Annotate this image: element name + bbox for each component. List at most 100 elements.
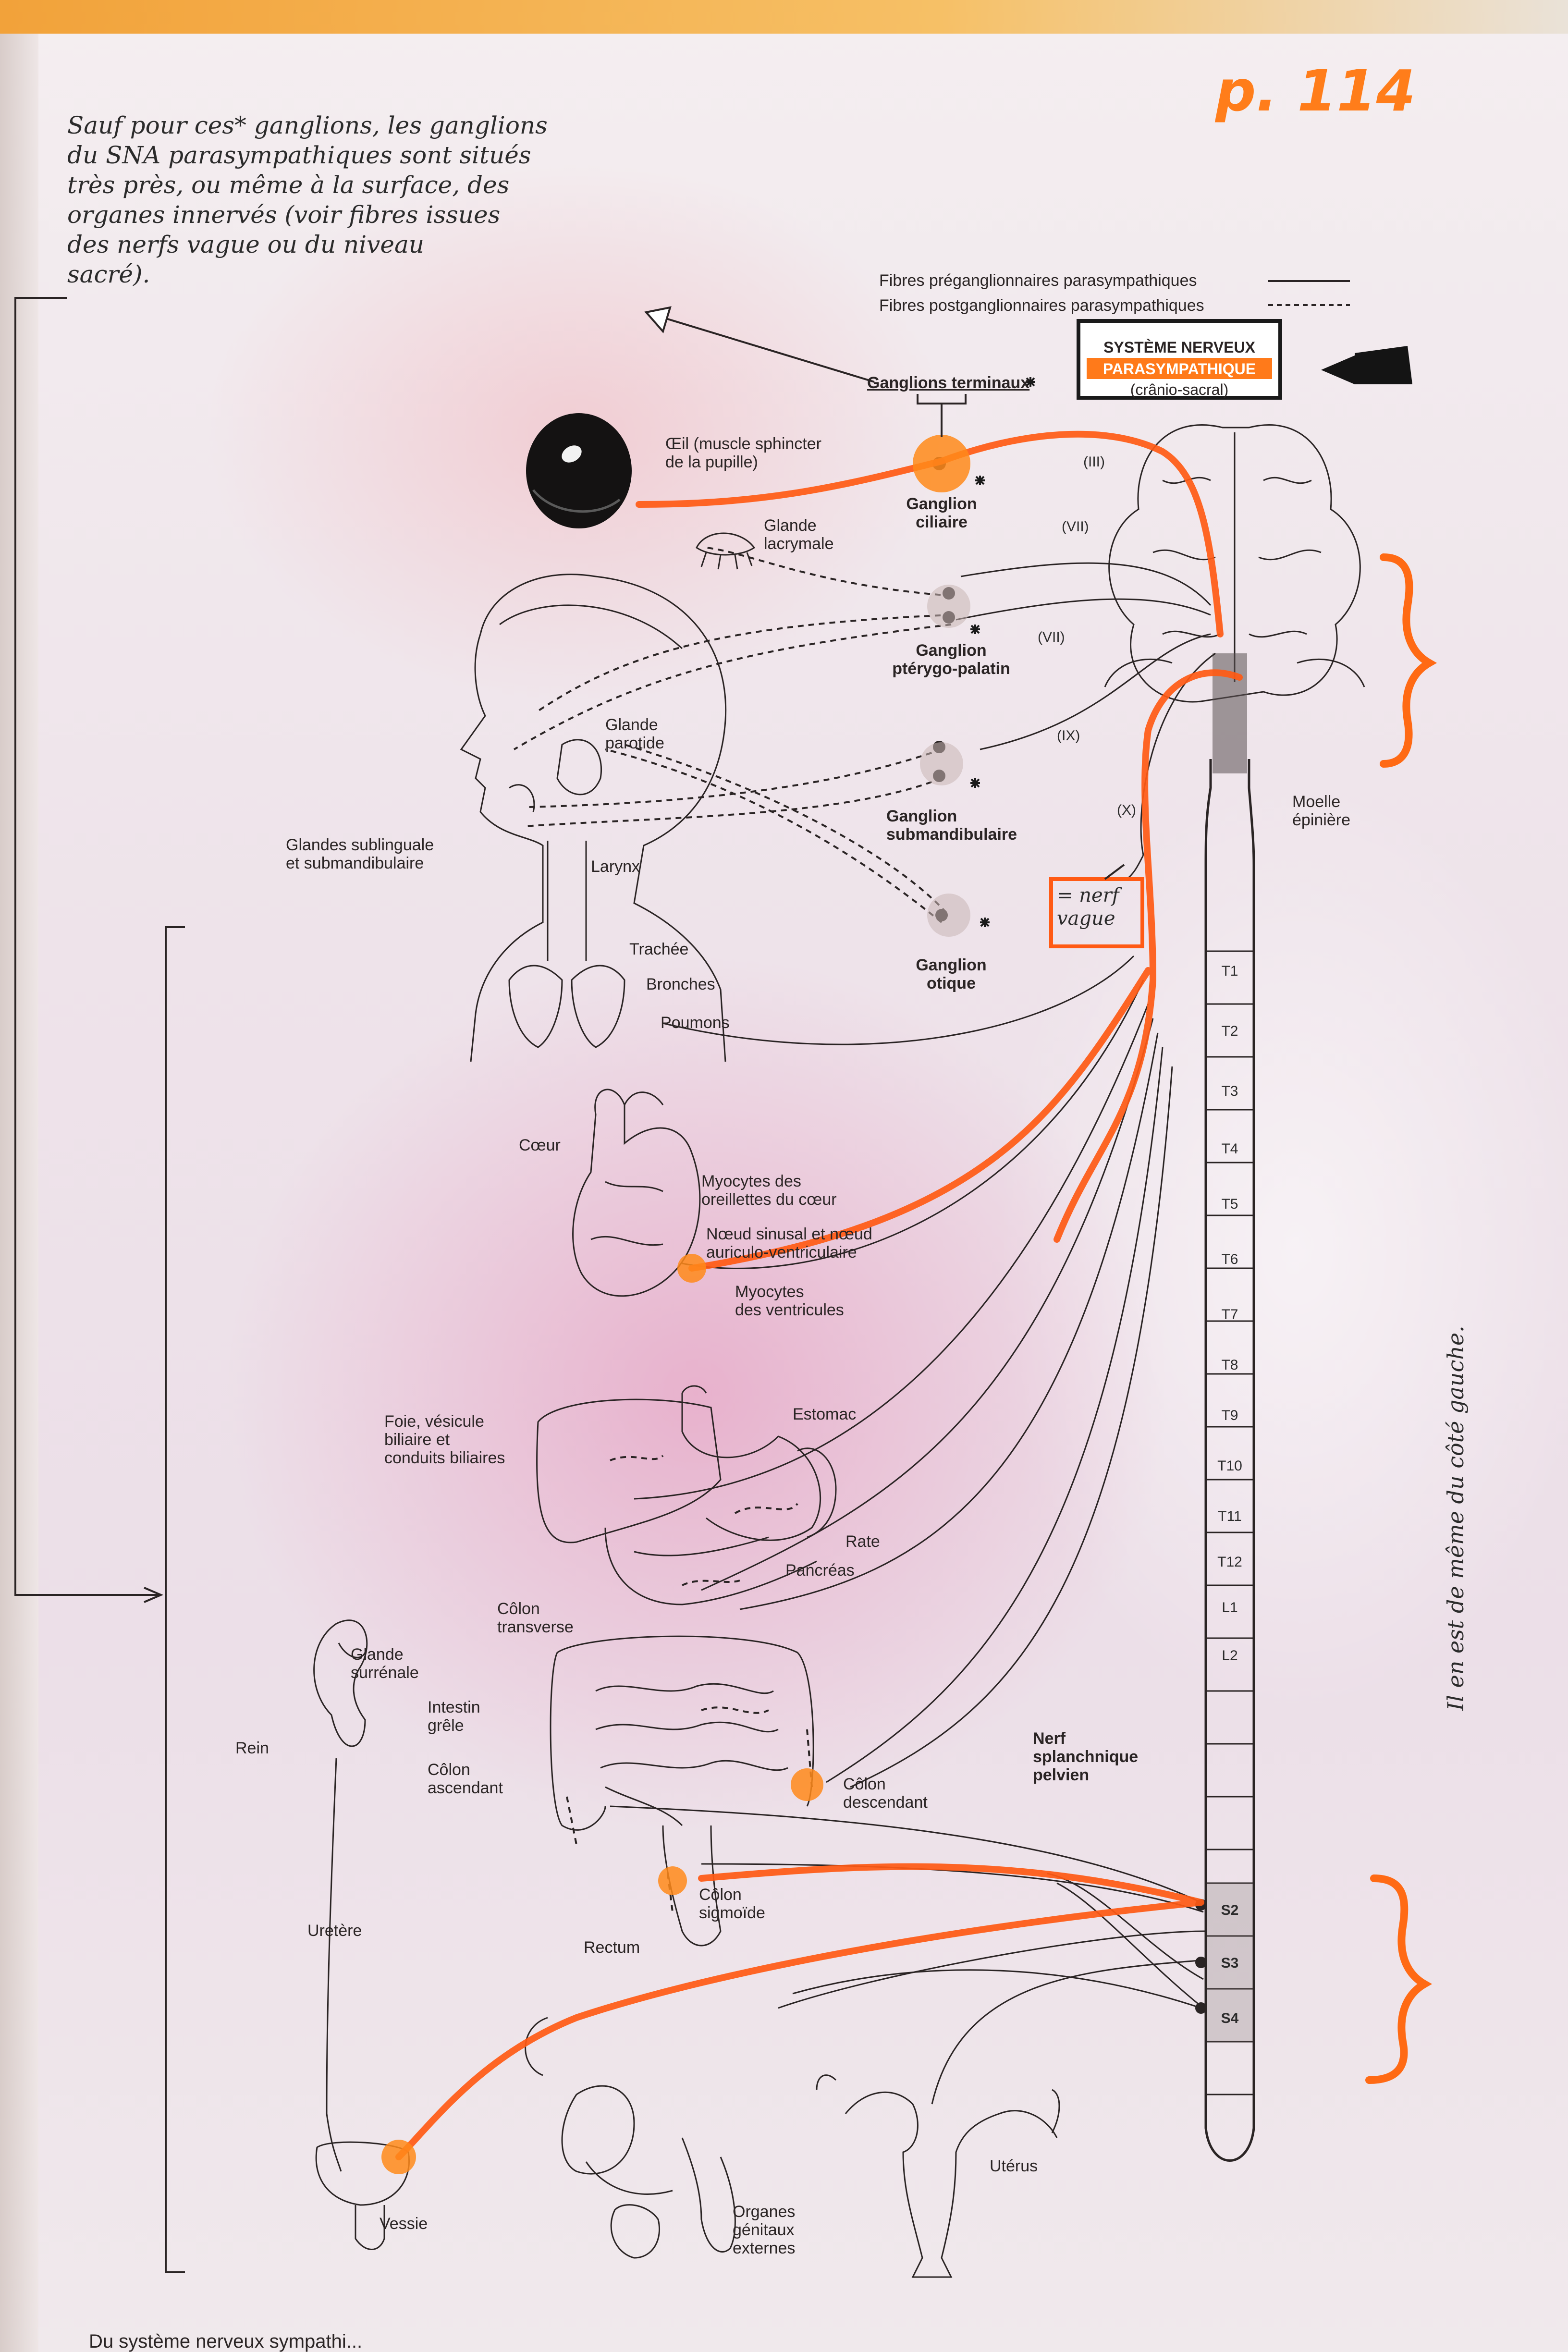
note-line: sacré).	[67, 260, 150, 288]
top-orange-band	[0, 0, 1568, 34]
intestines-drawing	[550, 1635, 814, 1947]
segment-label: T6	[1221, 1251, 1238, 1267]
brain-drawing	[1104, 424, 1365, 703]
orange-braces	[1365, 553, 1437, 2084]
footer-text: Du système nerveux sympathi...	[89, 2331, 363, 2352]
cranial-nerve-label: (IX)	[1057, 728, 1080, 744]
legend-preganglionic: Fibres préganglionnaires parasympathique…	[879, 271, 1197, 290]
orange-ganglion-highlights	[381, 435, 970, 2174]
orange-heart-path	[688, 967, 1152, 1272]
segment-label: T5	[1221, 1196, 1238, 1212]
head-outline	[460, 574, 727, 1062]
label-larynx: Larynx	[591, 858, 640, 876]
pelvic-organs-drawing	[525, 2017, 1060, 2278]
left-bracket-lower	[165, 926, 185, 2273]
ganglions-terminaux-label: Ganglions terminaux	[867, 374, 1030, 392]
handwritten-note: Sauf pour ces* ganglions, les ganglions …	[67, 110, 620, 289]
label-estomac: Estomac	[793, 1405, 857, 1423]
segment-label: T4	[1221, 1141, 1238, 1157]
segment-label: T10	[1217, 1458, 1242, 1474]
segment-label: L1	[1222, 1600, 1238, 1616]
orange-vagus-path	[1054, 669, 1243, 1243]
legend-postganglionic: Fibres postganglionnaires parasympathiqu…	[879, 296, 1204, 315]
segment-label: T11	[1218, 1508, 1242, 1524]
legend-lines	[1268, 280, 1350, 306]
cranial-nerve-label: (X)	[1117, 802, 1136, 818]
title-line-2: PARASYMPATHIQUE	[1102, 360, 1256, 378]
postganglionic-fibers	[513, 547, 952, 1912]
spinal-cord	[1204, 759, 1255, 2162]
segment-dividers	[1206, 950, 1254, 2095]
segment-label: L2	[1222, 1648, 1238, 1664]
abdomen-drawing	[536, 1385, 837, 1605]
label-poumons: Poumons	[661, 1014, 730, 1032]
cranial-nerve-label: (VII)	[1038, 629, 1065, 645]
note-line: des nerfs vague ou du niveau	[67, 231, 424, 258]
title-box	[1077, 319, 1282, 400]
label-rate: Rate	[845, 1532, 880, 1551]
label-rein: Rein	[235, 1739, 269, 1757]
note-line: très près, ou même à la surface, des	[67, 171, 510, 199]
heart-drawing	[572, 1089, 701, 1297]
note-line: organes innervés (voir fibres issues	[67, 201, 501, 229]
sacral-brace	[1365, 1874, 1433, 2084]
left-page-edge	[0, 34, 38, 2352]
page-reference: p. 114	[1215, 58, 1416, 124]
star-markers	[970, 377, 1035, 927]
label-trachee: Trachée	[629, 940, 689, 958]
note-line: du SNA parasympathiques sont situés	[67, 141, 531, 169]
vertical-note: Il en est de même du côté gauche.	[1443, 1325, 1469, 1711]
orange-highlights	[395, 430, 1243, 2160]
title-line-3: (crânio-sacral)	[1130, 381, 1229, 398]
ganglia-halos	[920, 585, 970, 937]
segment-label-sacral: S2	[1221, 1902, 1239, 1918]
preganglionic-fibers	[610, 562, 1216, 2105]
segment-label: T3	[1221, 1083, 1238, 1099]
ganglions-terminaux-arrow	[653, 314, 875, 383]
cranial-nerve-label: (VII)	[1062, 519, 1089, 535]
segment-label: T12	[1217, 1554, 1242, 1570]
orange-bladder-path	[395, 1899, 1204, 2160]
left-bracket-upper	[14, 297, 159, 1596]
segment-label: T2	[1221, 1023, 1238, 1039]
eye-drawing	[526, 413, 632, 528]
label-uretere: Uretère	[307, 1922, 362, 1940]
cranial-nerve-label: (III)	[1083, 454, 1105, 470]
label-pancreas: Pancréas	[785, 1561, 855, 1580]
segment-label-sacral: S3	[1221, 1955, 1239, 1971]
cranial-brace	[1380, 553, 1437, 768]
orange-oculomotor-path	[636, 430, 1224, 637]
title-line-1: SYSTÈME NERVEUX	[1103, 339, 1255, 356]
segment-label: T9	[1221, 1408, 1238, 1423]
segment-label: T8	[1221, 1357, 1238, 1373]
segment-label-sacral: S4	[1221, 2010, 1239, 2026]
lacrimal-gland-drawing	[696, 532, 756, 570]
label-rectum: Rectum	[584, 1938, 640, 1957]
label-uterus: Utérus	[990, 2157, 1038, 2175]
title-box-pointer	[1321, 346, 1412, 384]
segment-label: T7	[1221, 1307, 1238, 1323]
label-vessie: Vessie	[380, 2215, 428, 2233]
label-bronches: Bronches	[646, 975, 715, 993]
